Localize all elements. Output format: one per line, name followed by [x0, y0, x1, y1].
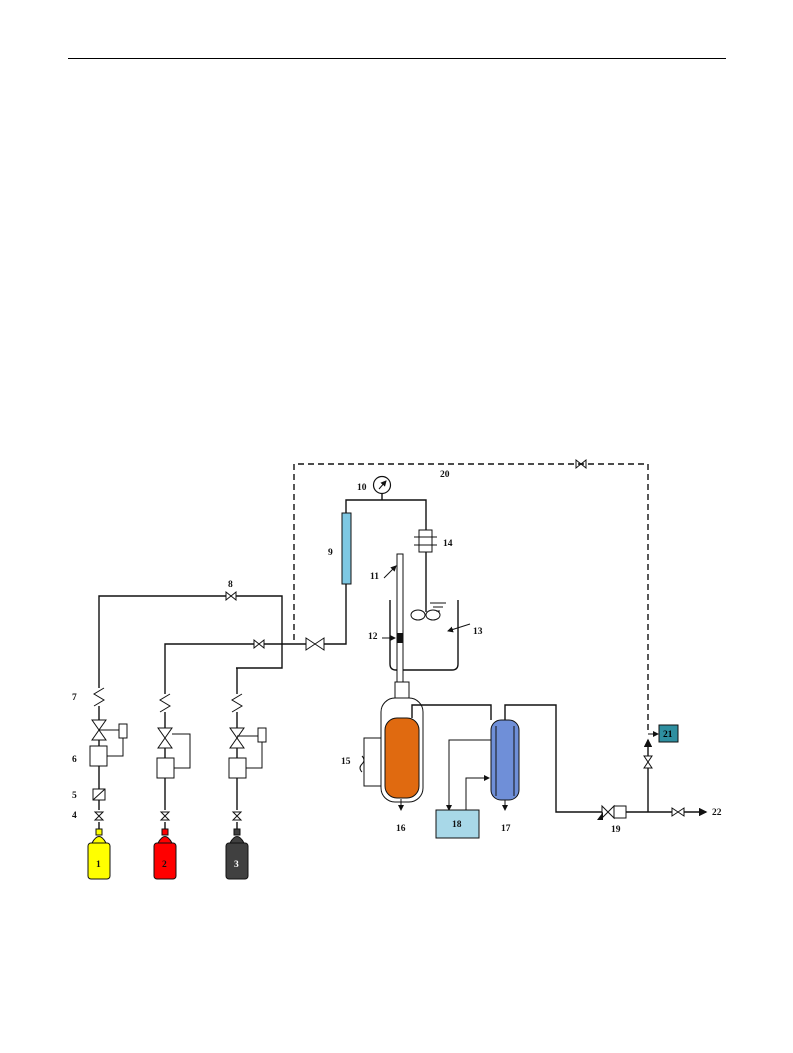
- check-valve-7-icon: [93, 687, 105, 707]
- back-pressure-regulator-19: [601, 804, 615, 820]
- regulator-6-icon: [89, 745, 108, 767]
- separator-16-body: [384, 717, 420, 799]
- label-15: 15: [341, 757, 351, 767]
- valve-4-icon: [93, 811, 105, 821]
- feed-line-3: [228, 668, 267, 829]
- label-5: 5: [72, 791, 77, 801]
- stirrer-motor-14: [418, 529, 433, 553]
- gas-cylinder-2: [153, 828, 177, 880]
- thermocouple-11: [396, 553, 404, 683]
- label-11: 11: [370, 572, 379, 582]
- heater-12: [397, 633, 403, 643]
- component-labels: 1 2 3 4 5 6 7 8 9 10 11 12 13 14 15 16 1…: [72, 470, 722, 870]
- label-12: 12: [368, 632, 378, 642]
- label-10: 10: [357, 483, 367, 493]
- reactor-13: [382, 529, 471, 683]
- flowmeter-9: [341, 512, 352, 585]
- label-6: 6: [72, 755, 77, 765]
- gas-cylinder-3: [225, 828, 249, 880]
- label-22: 22: [712, 808, 722, 818]
- outlet-section: [597, 724, 708, 820]
- label-9: 9: [328, 548, 333, 558]
- recycle-line-20: [293, 458, 649, 732]
- outlet-valve-icon: [671, 807, 685, 817]
- label-16: 16: [396, 824, 406, 834]
- gas-cylinder-1: [87, 828, 111, 880]
- label-13: 13: [473, 627, 483, 637]
- label-18: 18: [452, 820, 462, 830]
- valve-8-icon: [225, 590, 237, 602]
- label-19: 19: [611, 825, 621, 835]
- label-4: 4: [72, 811, 77, 821]
- label-2: 2: [162, 860, 167, 870]
- label-8: 8: [228, 580, 233, 590]
- label-3: 3: [234, 860, 239, 870]
- chiller-18: [435, 809, 480, 839]
- label-1: 1: [96, 860, 101, 870]
- analyzer-21: [658, 724, 679, 743]
- main-valve-icon: [305, 637, 325, 651]
- header-rule: [68, 58, 726, 59]
- label-7: 7: [72, 693, 77, 703]
- recycle-valve-icon: [575, 458, 587, 470]
- feed-line-2: [156, 638, 306, 829]
- label-14: 14: [443, 539, 453, 549]
- valve-7-icon: [91, 719, 107, 741]
- flowmeter-section: [305, 475, 427, 651]
- separator-16: [359, 681, 492, 811]
- feed-line-1: [89, 590, 283, 829]
- label-20: 20: [440, 470, 450, 480]
- sample-valve-icon: [643, 755, 653, 769]
- label-17: 17: [501, 824, 511, 834]
- condenser-17-body: [490, 719, 520, 801]
- condenser-17: [446, 704, 602, 813]
- label-21: 21: [663, 730, 673, 740]
